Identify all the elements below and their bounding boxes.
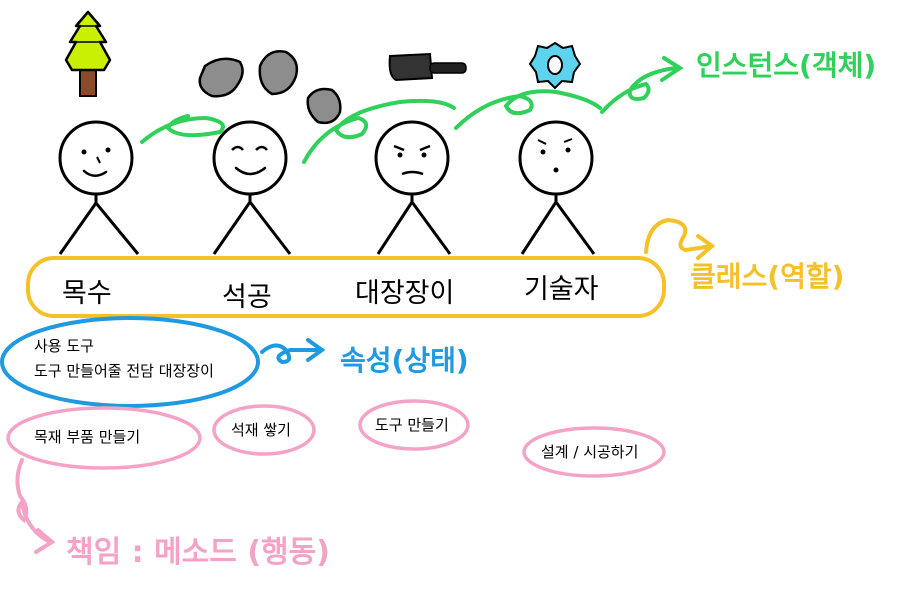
stone-icon xyxy=(258,50,299,96)
stick-figure-mason xyxy=(212,120,292,255)
role-label: 기술자 xyxy=(524,274,599,305)
role-label: 석공 xyxy=(222,282,272,313)
method-ellipses xyxy=(6,399,666,478)
method-ellipse xyxy=(6,406,202,470)
attribute-list: 사용 도구 도구 만들어줄 전담 대장장이 xyxy=(34,337,214,380)
stone-icon xyxy=(306,87,342,125)
attribute-item: 도구 만들어줄 전담 대장장이 xyxy=(34,362,214,380)
stick-figure-carpenter xyxy=(58,120,140,255)
stick-figure-blacksmith xyxy=(374,120,452,255)
method-item: 목재 부품 만들기 xyxy=(34,428,140,446)
method-item: 도구 만들기 xyxy=(375,416,449,434)
attribute-connector xyxy=(260,338,326,365)
method-item: 석재 쌓기 xyxy=(231,421,291,439)
attribute-label: 속성(상태) xyxy=(340,344,469,377)
role-labels: 목수 석공 대장장이 기술자 xyxy=(62,274,599,313)
attribute-item: 사용 도구 xyxy=(34,337,94,355)
method-ellipse xyxy=(212,404,316,456)
tree-icon xyxy=(64,10,112,97)
method-list: 목재 부품 만들기 석재 쌓기 도구 만들기 설계 / 시공하기 xyxy=(34,416,638,461)
class-label: 클래스(역할) xyxy=(690,260,844,293)
method-item: 설계 / 시공하기 xyxy=(541,443,638,461)
stone-icon xyxy=(198,57,244,98)
method-ellipse xyxy=(522,426,666,478)
role-label: 목수 xyxy=(62,278,112,309)
role-label: 대장장이 xyxy=(355,278,454,309)
method-ellipse xyxy=(358,399,470,451)
method-connector xyxy=(15,458,56,554)
method-label: 책임 : 메소드 (행동) xyxy=(66,535,330,570)
instance-label: 인스턴스(객체) xyxy=(696,49,876,82)
class-connector xyxy=(644,217,716,260)
gear-icon xyxy=(528,41,582,90)
class-box xyxy=(26,256,666,318)
stick-figure-engineer xyxy=(518,120,596,255)
hammer-icon xyxy=(388,52,467,82)
instance-connectors xyxy=(140,56,684,164)
attribute-ellipse xyxy=(0,316,260,408)
